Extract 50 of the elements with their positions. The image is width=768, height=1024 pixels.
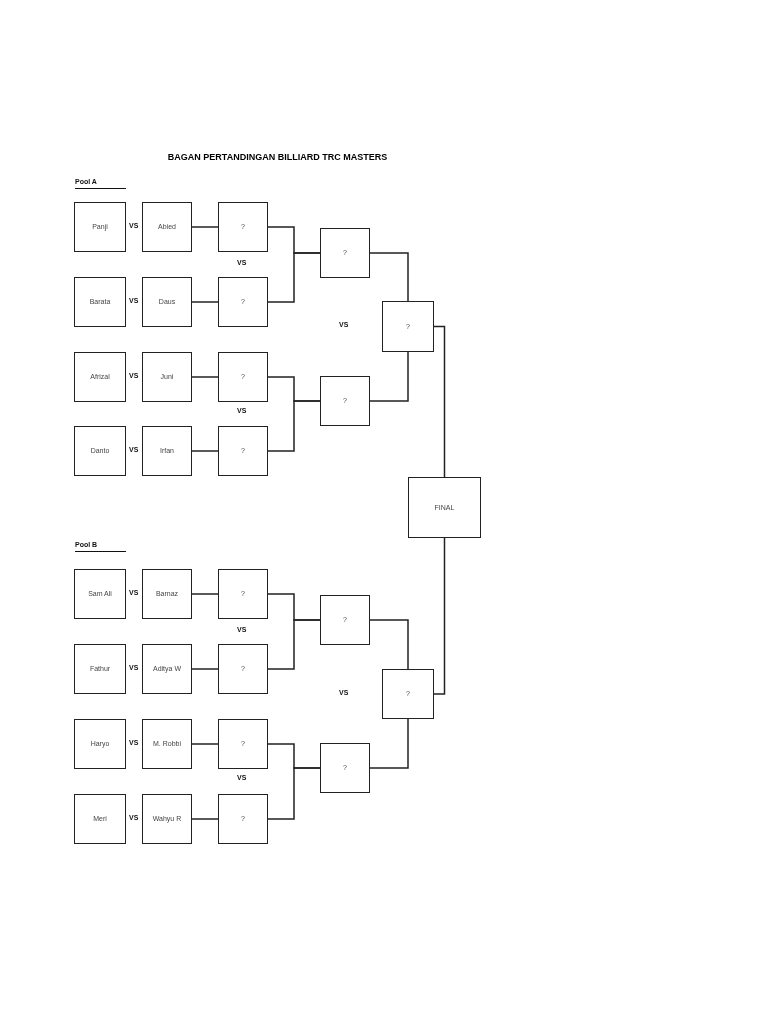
bracket-line [191, 818, 219, 820]
bracket-box [218, 277, 268, 327]
bracket-line [369, 351, 409, 402]
bracket-box [74, 644, 126, 694]
bracket-box [218, 644, 268, 694]
bracket-box [74, 352, 126, 402]
bracket-box [74, 569, 126, 619]
bracket-line [191, 743, 219, 745]
bracket-box [74, 202, 126, 252]
bracket-line [267, 400, 321, 452]
bracket-line [267, 619, 321, 670]
bracket-box [218, 426, 268, 476]
bracket-box [142, 644, 192, 694]
bracket-line [433, 325, 446, 478]
diagram-title: BAGAN PERTANDINGAN BILLIARD TRC MASTERS [166, 152, 389, 162]
bracket-box [218, 202, 268, 252]
bracket-line [191, 226, 219, 228]
bracket-box [142, 352, 192, 402]
bracket-line [369, 619, 409, 670]
bracket-line [191, 376, 219, 378]
bracket-line [191, 450, 219, 452]
bracket-line [191, 668, 219, 670]
bracket-box [218, 352, 268, 402]
bracket-line [191, 301, 219, 303]
bracket-box [382, 669, 434, 719]
bracket-box [320, 228, 370, 278]
bracket-box [382, 301, 434, 352]
bracket-box [320, 595, 370, 645]
bracket-box [218, 719, 268, 769]
bracket-box [74, 719, 126, 769]
bracket-box [74, 426, 126, 476]
bracket-line [433, 537, 446, 695]
bracket-box [408, 477, 481, 538]
bracket-line [369, 252, 409, 302]
bracket-box [218, 569, 268, 619]
bracket-box [74, 277, 126, 327]
bracket-box [142, 794, 192, 844]
bracket-line [369, 718, 409, 769]
bracket-box [142, 426, 192, 476]
bracket-box [142, 277, 192, 327]
bracket-box [218, 794, 268, 844]
bracket-box [74, 794, 126, 844]
bracket-box [142, 719, 192, 769]
bracket-box [142, 569, 192, 619]
bracket-box [320, 743, 370, 793]
bracket-line [267, 767, 321, 820]
bracket-line [191, 593, 219, 595]
bracket-box [320, 376, 370, 426]
bracket-line [267, 252, 321, 303]
bracket-box [142, 202, 192, 252]
